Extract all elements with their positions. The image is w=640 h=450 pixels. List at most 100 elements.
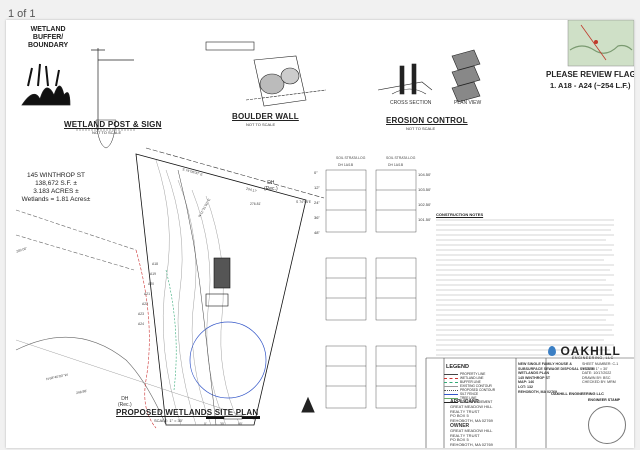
owner-line-2: REALTY TRUST <box>450 432 480 438</box>
flag-a18: A18 <box>152 262 159 266</box>
owner-line-3: PO BOX 5 <box>450 437 469 443</box>
wetland-post-nts: NOT TO SCALE <box>92 130 122 135</box>
drawing-linework <box>15 20 634 448</box>
legend-label: SILT FENCE <box>460 392 479 396</box>
legend-item: EDGE OF PAVEMENT <box>444 400 514 404</box>
page-indicator: 1 of 1 <box>8 8 36 20</box>
legend-item: WETLAND LINE <box>444 376 514 380</box>
erosion-control-nts: NOT TO SCALE <box>406 126 436 131</box>
project-line-6: LOT: 132 <box>518 384 533 389</box>
wetland-sign: WETLAND BUFFER/ BOUNDARY <box>28 26 68 50</box>
legend-swatch <box>444 401 458 403</box>
legend-label: TREE LINE <box>460 396 477 400</box>
flag-a21: A21 <box>144 292 151 296</box>
engineer-stamp-label: ENGINEER STAMP <box>588 398 621 402</box>
scale-tick-30: 30' <box>220 422 225 426</box>
scale-bar <box>206 415 260 420</box>
soil-log-header: SOIL STRATA LOG <box>336 156 366 160</box>
engineer-tagline: ENGINEERING, LLC <box>572 356 614 360</box>
sheet-checked-by: CHECKED BY: MRM <box>582 380 616 385</box>
distance-2: 276.81' <box>250 202 262 206</box>
sheet-info: SHEET NUMBER: C-1 SCALE: 1" = 30' DATE: … <box>582 362 618 385</box>
property-line <box>135 153 307 426</box>
applicant-line-2: REALTY TRUST <box>450 408 480 414</box>
buffer-circle <box>189 321 267 399</box>
soil-depths: 0" 12" 24" 36" 48" <box>314 170 320 235</box>
legend-item: PROPERTY LINE <box>444 372 514 376</box>
plan-view-label: PLAN VIEW <box>454 100 482 106</box>
applicant-label: APPLICANT: <box>450 399 480 405</box>
soil-log-title: DH 1A/1B <box>338 163 354 167</box>
title-block-lines <box>425 357 634 448</box>
depth-24: 24" <box>314 200 320 205</box>
engineer-company: OAKHILL <box>560 343 621 358</box>
flag-a24: A24 <box>138 322 145 326</box>
legend-item: EXISTING CONTOUR <box>444 384 514 388</box>
applicant-block: APPLICANT: GREAT MEADOW HILL REALTY TRUS… <box>450 400 493 424</box>
legend-label: PROPOSED CONTOUR <box>460 388 496 392</box>
engineer-name: OAKHILL ENGINEERING LLC <box>551 392 604 396</box>
soil-logs <box>325 169 417 409</box>
project-line-4: 145 WINTHROP ST <box>518 375 551 380</box>
depth-12: 12" <box>314 185 320 190</box>
depth-0: 0" <box>314 170 318 175</box>
owner-line-4: REHOBOTH, MA 02769 <box>450 442 493 448</box>
dh-rec-2: (Rec.) <box>118 402 132 408</box>
wetland-post-title: WETLAND POST & SIGN <box>64 120 162 129</box>
property-info: 145 WINTHROP ST 138,672 S.F. ± 3.183 ACR… <box>14 172 98 204</box>
soil-elevations: 104.50' 103.50' 102.50' 101.50' <box>418 172 431 222</box>
legend-item: PROPOSED CONTOUR <box>444 388 514 392</box>
legend-swatch <box>444 373 458 375</box>
review-flags-item: 1. A18 - A24 (~254 L.F.) <box>550 81 631 90</box>
project-description: NEW SINGLE FAMILY HOUSE & SUBSURFACE SEW… <box>518 362 595 394</box>
soil-log-title-2: DH 1A/1B <box>388 163 404 167</box>
flag-a19: A19 <box>150 272 157 276</box>
notes-text <box>436 219 614 356</box>
legend-label: WETLAND LINE <box>460 376 484 380</box>
scale-tick-60: 60' <box>238 422 243 426</box>
legend-item: TREE LINE <box>444 396 514 400</box>
legend-swatch <box>444 377 458 379</box>
notes-header: CONSTRUCTION NOTES <box>436 212 484 217</box>
scale-tick-0: 0' <box>204 422 207 426</box>
legend-label: EXISTING CONTOUR <box>460 384 492 388</box>
property-wetlands: Wetlands = 1.81 Acres± <box>21 196 91 203</box>
owner-block: OWNER GREAT MEADOW HILL REALTY TRUST PO … <box>450 424 493 448</box>
boulder-wall-title: BOULDER WALL <box>232 112 299 121</box>
elev-2: 103.50' <box>418 187 431 192</box>
applicant-line-4: REHOBOTH, MA 02769 <box>450 418 493 424</box>
water-drop-icon <box>548 345 556 356</box>
depth-36: 36" <box>314 215 320 220</box>
legend-swatch <box>444 393 458 395</box>
buffer-line <box>165 269 177 391</box>
property-area-sf: 138,672 S.F. ± <box>35 180 77 187</box>
property-address: 145 WINTHROP ST <box>26 172 86 179</box>
wetland-line <box>135 249 157 429</box>
dh-label-2: DH <box>121 396 129 402</box>
legend-swatch <box>444 381 458 383</box>
property-area-acres: 3.183 ACRES ± <box>33 188 79 195</box>
flag-a23: A23 <box>138 312 145 316</box>
north-arrow <box>301 396 315 413</box>
legend-title: LEGEND <box>446 364 469 370</box>
drawing-sheet[interactable]: WETLAND BUFFER/ BOUNDARY WETLAND POST & … <box>6 20 634 448</box>
wetland-sign-line-1: WETLAND <box>30 26 66 33</box>
legend-item: BUFFER LINE <box>444 380 514 384</box>
wetland-sign-line-3: BOUNDARY <box>28 42 69 49</box>
applicant-line-1: GREAT MEADOW HILL <box>450 403 493 409</box>
soil-log-header-2: SOIL STRATA LOG <box>386 156 416 160</box>
boulder-wall-nts: NOT TO SCALE <box>246 122 276 127</box>
site-plan <box>15 147 325 429</box>
site-plan-scale: SCALE: 1" = 30' <box>154 418 183 423</box>
legend-swatch <box>444 389 458 391</box>
flag-a20: A20 <box>148 282 155 286</box>
project-line-2: SUBSURFACE SEWAGE DISPOSAL SYSTEM <box>518 366 595 371</box>
bearing-2: S 74°06'E <box>296 200 312 204</box>
locus-map <box>567 20 634 67</box>
legend-item: SILT FENCE <box>444 392 514 396</box>
legend-swatch <box>444 385 458 387</box>
owner-line-1: GREAT MEADOW HILL <box>450 427 493 433</box>
dh-rec: (Rec.) <box>264 186 278 192</box>
elev-1: 104.50' <box>418 172 431 177</box>
dh-label: DH <box>267 180 275 186</box>
